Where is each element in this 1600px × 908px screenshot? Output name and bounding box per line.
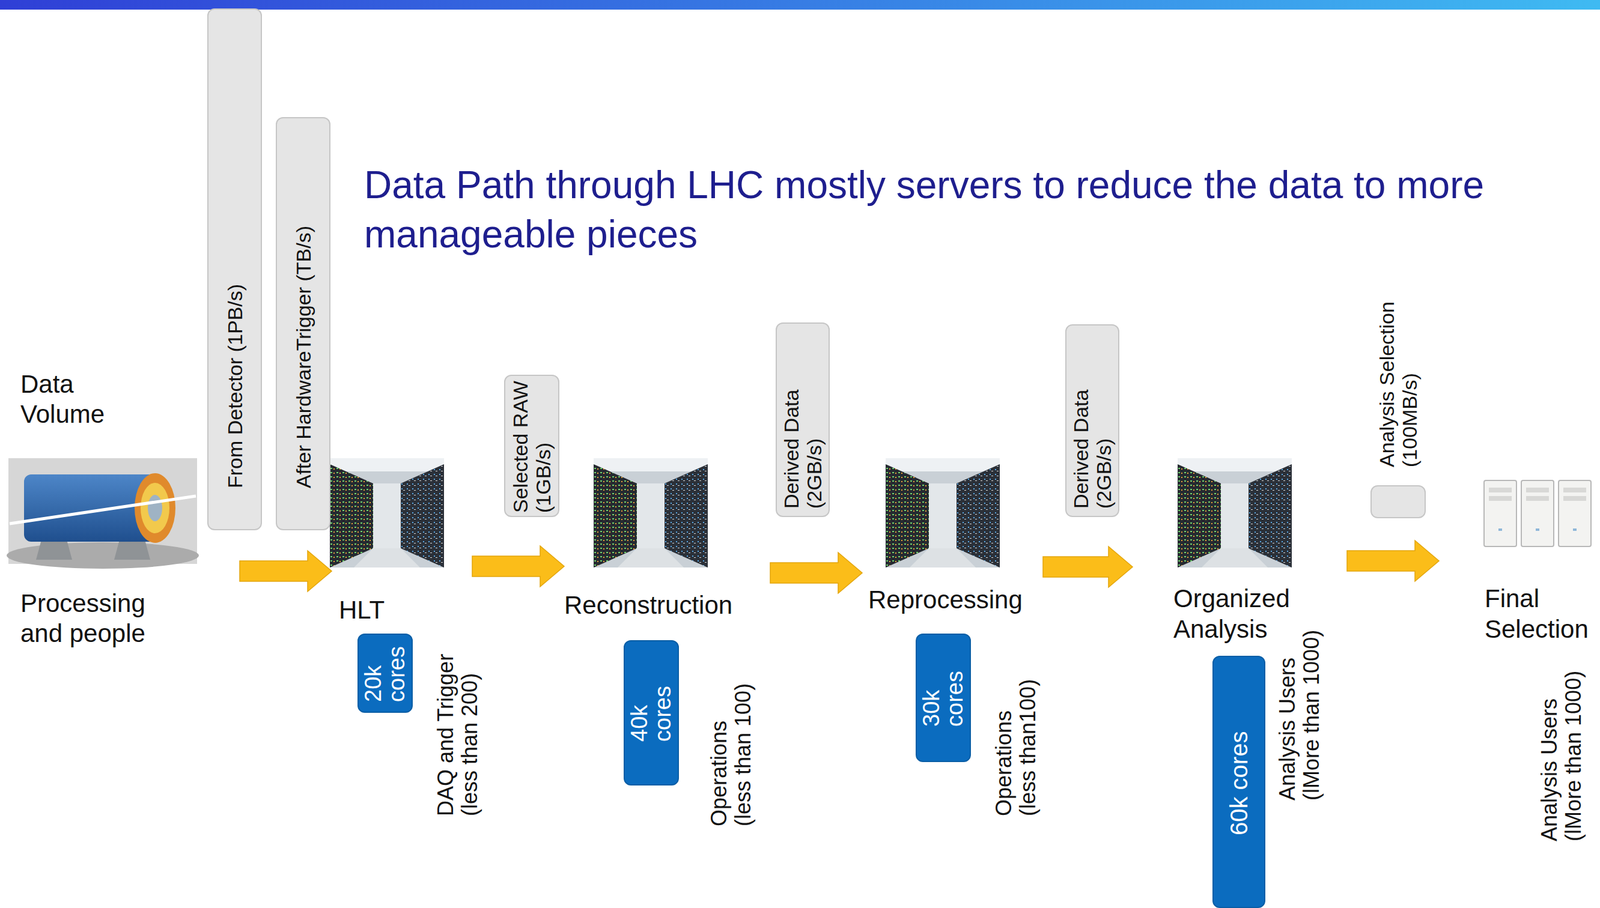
server-picture (329, 458, 445, 568)
core-count-box: 40k cores (623, 640, 679, 786)
stage-label: Organized Analysis (1173, 583, 1292, 645)
block-arrow (1043, 546, 1133, 588)
pc-drive (1526, 487, 1549, 493)
stage-node: HLT (329, 458, 445, 626)
pc-tower (1558, 480, 1591, 547)
pc-drive (1563, 496, 1587, 502)
stage-label: HLT (338, 594, 387, 626)
core-count: 40k cores (627, 684, 675, 743)
server-picture (885, 458, 1000, 568)
stage-node: Reprocessing (868, 458, 1035, 616)
stage-node: Organized Analysis (1173, 458, 1292, 645)
side-label: Data Volume (20, 369, 107, 431)
annotation-label: Operations (less than100) (991, 677, 1041, 817)
annotation-label: Analysis Users (lMore than 1000) (1275, 627, 1325, 801)
annotation-label: Analysis Users (lMore than 1000) (1537, 668, 1587, 842)
detector-core (147, 495, 163, 522)
data-rate-box: From Detector (1PB/s) (207, 8, 262, 531)
pc-drive (1488, 487, 1512, 493)
data-rate-box: Analysis Selection (100MB/s) (1370, 485, 1426, 519)
server-picture (1177, 458, 1292, 568)
data-rate: After HardwareTrigger (TB/s) (292, 223, 315, 489)
diagram-title: Data Path through LHC mostly servers to … (364, 161, 1572, 260)
core-count-box: 30k cores (915, 633, 971, 763)
pc-led (1535, 528, 1540, 532)
data-rate-box: Derived Data (2GB/s) (1065, 324, 1120, 518)
block-arrow (770, 552, 863, 594)
pc-led (1572, 528, 1577, 532)
data-rate: From Detector (1PB/s) (223, 281, 247, 489)
detector-floor (6, 542, 199, 569)
pc-towers (1484, 480, 1591, 547)
stage-label: Reprocessing (868, 584, 1025, 616)
block-arrow (472, 546, 565, 588)
data-rate: Analysis Selection (100MB/s) (1375, 299, 1421, 468)
pc-drive (1488, 496, 1512, 502)
stage-node: Final Selection (1481, 479, 1592, 645)
stage-label: Reconstruction (564, 590, 735, 621)
annotation-label: Operations (less than 100) (707, 681, 756, 827)
data-rate-box: Derived Data (2GB/s) (775, 322, 830, 518)
detector-endcap (134, 473, 176, 544)
detector-layer (140, 483, 170, 534)
data-rate-box: Selected RAW (1GB/s) (504, 374, 560, 518)
data-rate: Selected RAW (1GB/s) (508, 379, 555, 514)
data-rate: Derived Data (2GB/s) (1069, 387, 1116, 509)
block-arrow (239, 550, 332, 592)
block-arrow (1347, 540, 1439, 582)
pc-tower (1521, 480, 1554, 547)
pc-drive (1526, 496, 1549, 502)
pc-drive (1563, 487, 1587, 493)
data-rate-box: After HardwareTrigger (TB/s) (275, 117, 331, 531)
stage-node: Reconstruction (564, 458, 745, 621)
core-count: 20k cores (361, 644, 409, 703)
side-label: Processing and people (20, 588, 148, 650)
pc-tower (1484, 480, 1517, 547)
core-count: 60k cores (1226, 729, 1252, 836)
data-rate: Derived Data (2GB/s) (779, 387, 826, 509)
beam-line (9, 496, 196, 524)
stage-label: Final Selection (1484, 583, 1591, 645)
pc-led (1498, 528, 1503, 532)
core-count-box: 60k cores (1212, 656, 1266, 908)
annotation-label: DAQ and Trigger (less than 200) (433, 651, 483, 817)
core-count: 30k cores (919, 669, 967, 727)
server-picture (593, 458, 708, 568)
core-count-box: 20k cores (357, 633, 413, 714)
detector-illustration (6, 458, 199, 569)
